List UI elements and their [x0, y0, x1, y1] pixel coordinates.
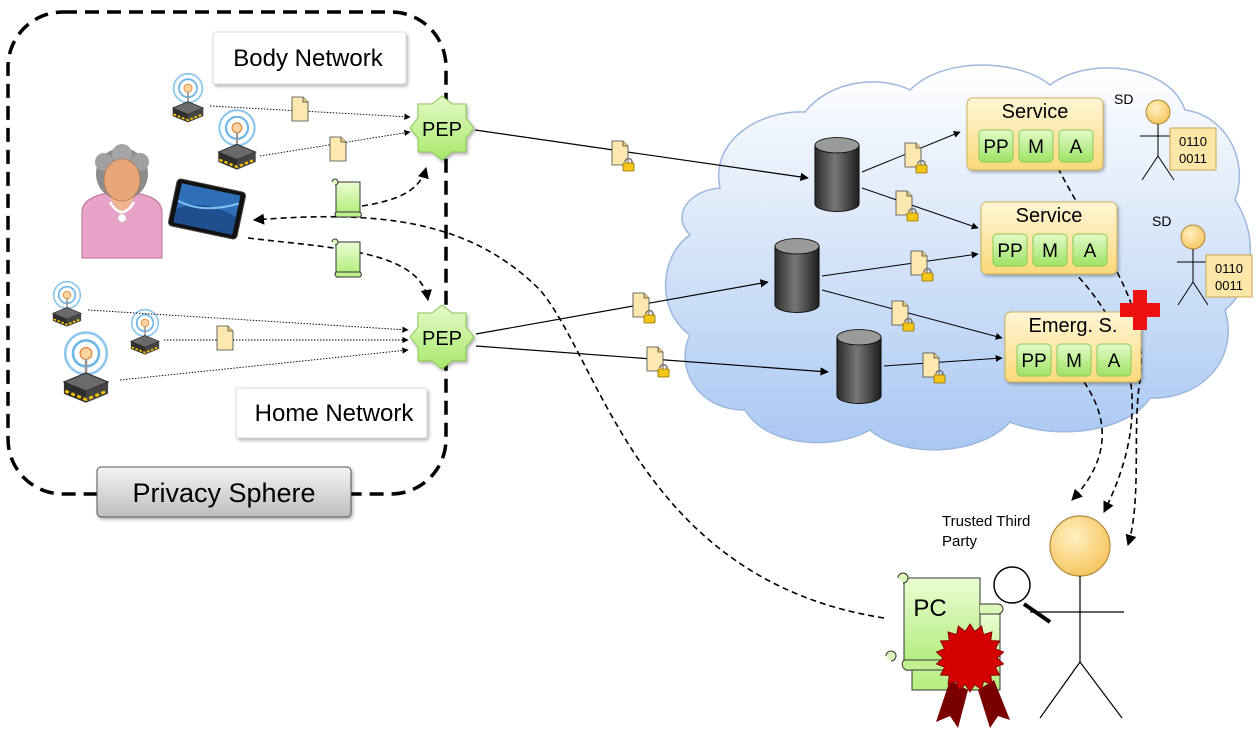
- home-network-label: Home Network: [255, 400, 415, 427]
- service-title-3: Emerg. S.: [1029, 315, 1118, 337]
- policy-scroll-icon: [331, 238, 362, 278]
- elderly-woman-icon: [81, 144, 163, 259]
- sd-bottom-bits-1: 0110: [1215, 261, 1243, 276]
- red-cross-icon: [1120, 290, 1160, 330]
- privacy-certificate-label: PC: [913, 595, 946, 622]
- wireless-sensor-icon: [129, 308, 161, 356]
- pep-top-label: PEP: [422, 119, 462, 141]
- service-3-module-label: A: [1108, 351, 1121, 372]
- service-1-module-label: PP: [983, 137, 1008, 158]
- pep-top[interactable]: [409, 95, 475, 161]
- locked-document-icon: [632, 292, 656, 324]
- trusted-third-party-label-line2: Party: [942, 533, 978, 550]
- service-1-module-label: M: [1028, 137, 1044, 158]
- body-network-label: Body Network: [233, 45, 383, 72]
- service-box-3[interactable]: Emerg. S. PP M A: [1004, 311, 1142, 383]
- sd-actor-bottom: [1177, 224, 1209, 306]
- locked-document-icon: [611, 140, 635, 172]
- sd-top-bits-2: 0011: [1179, 151, 1207, 166]
- document-icon: [329, 136, 347, 162]
- document-icon: [216, 325, 234, 351]
- service-3-module-label: PP: [1021, 351, 1046, 372]
- service-2-module-label: A: [1084, 241, 1097, 262]
- service-2-module-a[interactable]: [1072, 233, 1108, 267]
- service-3-module-label: M: [1066, 351, 1082, 372]
- sd-bottom-data-box: [1205, 254, 1253, 298]
- home-network-box: [235, 387, 428, 439]
- service-title-2: Service: [1016, 205, 1083, 227]
- sd-top-data-box: [1169, 127, 1217, 171]
- seal-icon: [935, 623, 1010, 728]
- document-icon: [291, 96, 309, 122]
- sd-top-bits-1: 0110: [1179, 134, 1207, 149]
- locked-document-icon: [646, 346, 670, 378]
- service-1-module-a[interactable]: [1058, 129, 1094, 163]
- trusted-third-party-label-line1: Trusted Third: [942, 513, 1030, 530]
- privacy-sphere-label-box: [96, 466, 352, 518]
- wireless-sensor-icon: [51, 280, 83, 328]
- service-1-module-pp[interactable]: [978, 129, 1014, 163]
- sd-actor-top: [1140, 99, 1176, 181]
- sd-bottom-label: SD: [1152, 213, 1171, 229]
- database-icon: [814, 137, 860, 212]
- magnifier-icon: [993, 566, 1052, 624]
- wireless-sensor-icon: [62, 331, 110, 405]
- service-2-module-m[interactable]: [1032, 233, 1068, 267]
- service-2-module-pp[interactable]: [992, 233, 1028, 267]
- wireless-sensor-icon: [171, 72, 205, 124]
- pep-bottom-label: PEP: [422, 328, 462, 350]
- tablet-icon[interactable]: [168, 178, 246, 240]
- service-3-module-pp[interactable]: [1016, 343, 1052, 377]
- service-3-module-m[interactable]: [1056, 343, 1092, 377]
- database-icon: [836, 329, 882, 404]
- service-1-module-m[interactable]: [1018, 129, 1054, 163]
- service-title-1: Service: [1002, 101, 1069, 123]
- service-1-module-label: A: [1070, 137, 1083, 158]
- sd-top-label: SD: [1114, 91, 1133, 107]
- wireless-sensor-icon: [217, 108, 257, 171]
- policy-scroll-icon: [331, 178, 362, 218]
- trusted-third-party-actor: [1030, 515, 1124, 719]
- body-network-box: [212, 31, 407, 85]
- service-3-module-a[interactable]: [1096, 343, 1132, 377]
- sd-bottom-bits-2: 0011: [1215, 278, 1243, 293]
- privacy-sphere-label: Privacy Sphere: [132, 478, 315, 508]
- database-icon: [774, 238, 820, 313]
- service-2-module-label: PP: [997, 241, 1022, 262]
- pep-bottom[interactable]: [409, 304, 475, 370]
- service-2-module-label: M: [1042, 241, 1058, 262]
